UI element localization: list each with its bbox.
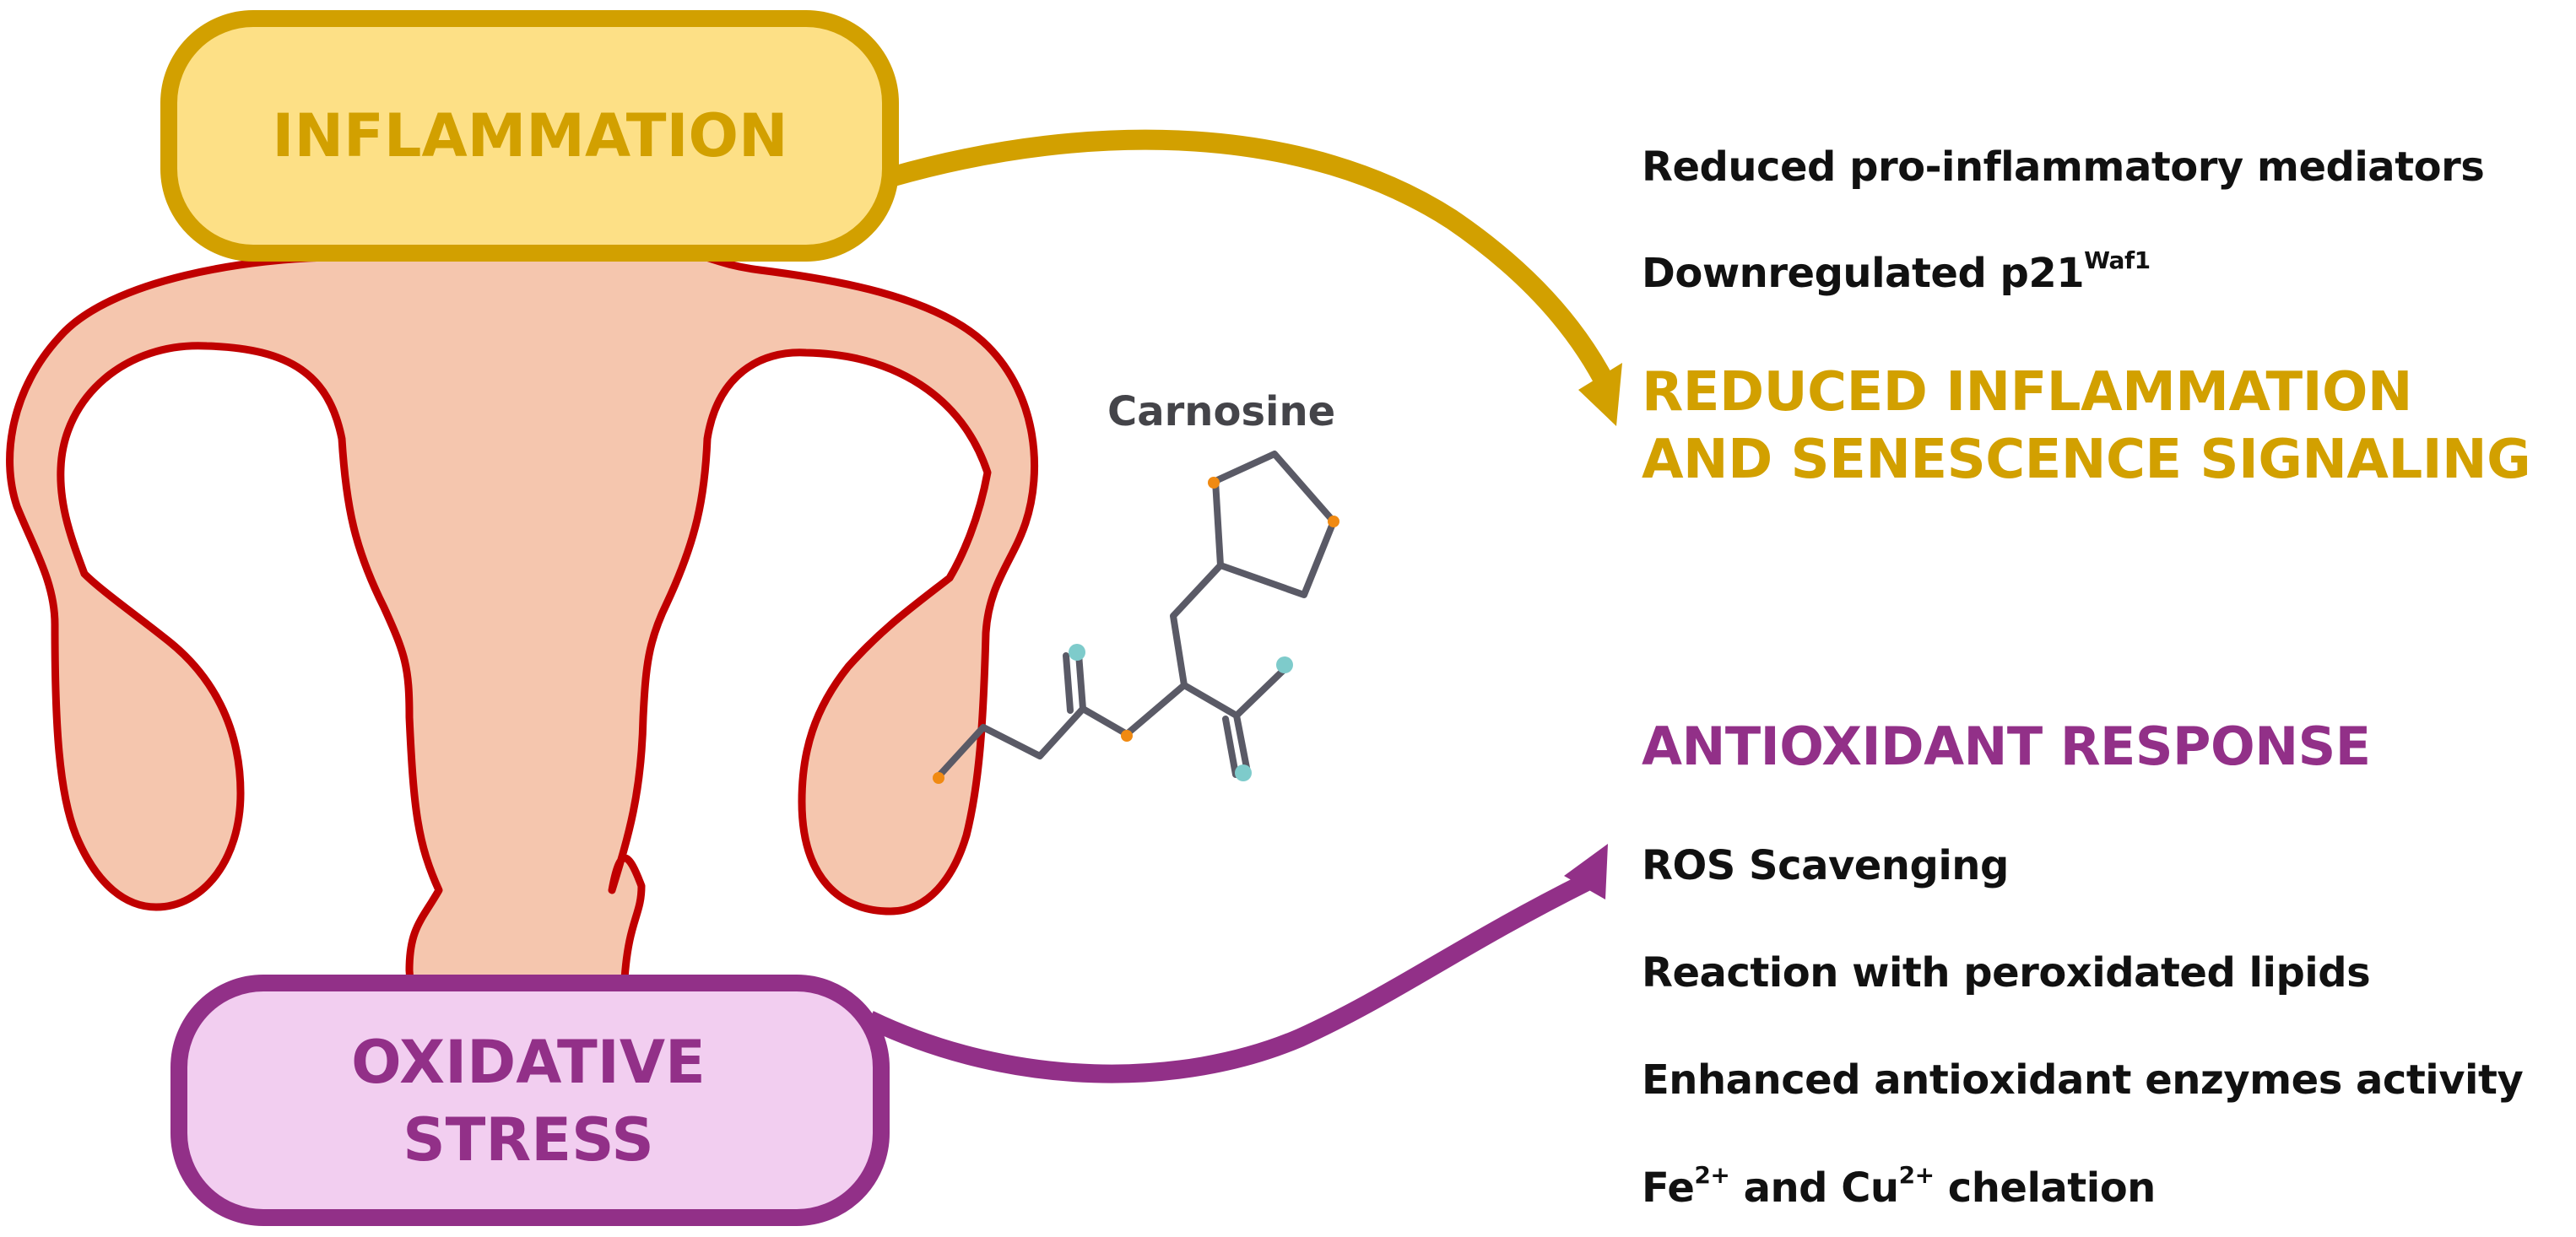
atom-oxygen [1276, 656, 1293, 673]
inflammation-outcome-heading: REDUCED INFLAMMATION AND SENESCENCE SIGN… [1642, 359, 2531, 494]
atom-nitrogen [1121, 730, 1133, 742]
inflammation-arrow [887, 129, 1622, 426]
molecule-atoms [933, 477, 1339, 784]
inflammation-label: INFLAMMATION [272, 101, 787, 170]
molecule-bond [1170, 562, 1224, 689]
charge-superscript: 2+ [1898, 1161, 1935, 1189]
atom-nitrogen [933, 772, 944, 784]
item-text: Fe [1642, 1164, 1695, 1212]
carnosine-label: Carnosine [1107, 388, 1336, 435]
molecule-bond [935, 705, 1086, 780]
oxidative-label-line2: STRESS [403, 1105, 654, 1175]
atom-oxygen [1069, 644, 1085, 661]
outcome-item-text: Downregulated p21 [1642, 250, 2085, 297]
heading-line: AND SENESCENCE SIGNALING [1642, 429, 2531, 491]
antioxidant-item: Fe2+ and Cu2+ chelation [1642, 1161, 2157, 1212]
heading-line: REDUCED INFLAMMATION [1642, 361, 2412, 424]
antioxidant-item: Reaction with peroxidated lipids [1642, 949, 2371, 997]
molecule-bond [1123, 682, 1188, 737]
molecule-bond [1181, 663, 1291, 719]
molecule-bond [1233, 712, 1251, 775]
atom-nitrogen [1328, 516, 1339, 527]
inflammation-arrowhead [1578, 363, 1622, 426]
item-text: and Cu [1729, 1164, 1900, 1212]
oxidative-label-line1: OXIDATIVE [351, 1028, 706, 1097]
antioxidant-heading: ANTIOXIDANT RESPONSE [1642, 716, 2371, 777]
atom-oxygen [1235, 764, 1252, 781]
outcome-item: Reduced pro-inflammatory mediators [1642, 143, 2485, 191]
atom-nitrogen [1208, 477, 1220, 489]
carnosine-molecule [935, 451, 1337, 780]
inflammation-box: INFLAMMATION [160, 10, 899, 262]
outcome-item: Downregulated p21Waf1 [1642, 246, 2151, 297]
outcome-item-text: Reduced pro-inflammatory mediators [1642, 143, 2485, 191]
item-text: chelation [1934, 1164, 2157, 1212]
molecule-bond [1075, 651, 1130, 737]
molecule-bond [1222, 716, 1239, 778]
antioxidant-arrow [865, 844, 1608, 1083]
oxidative-stress-box: OXIDATIVE STRESS [170, 975, 890, 1226]
molecule-ring [1212, 451, 1337, 598]
antioxidant-item: ROS Scavenging [1642, 842, 2009, 889]
charge-superscript: 2+ [1694, 1161, 1730, 1189]
antioxidant-item: Enhanced antioxidant enzymes activity [1642, 1056, 2524, 1104]
molecule-bond [1063, 652, 1074, 714]
outcome-item-superscript: Waf1 [2084, 246, 2151, 274]
antioxidant-arrowhead [1564, 844, 1608, 899]
